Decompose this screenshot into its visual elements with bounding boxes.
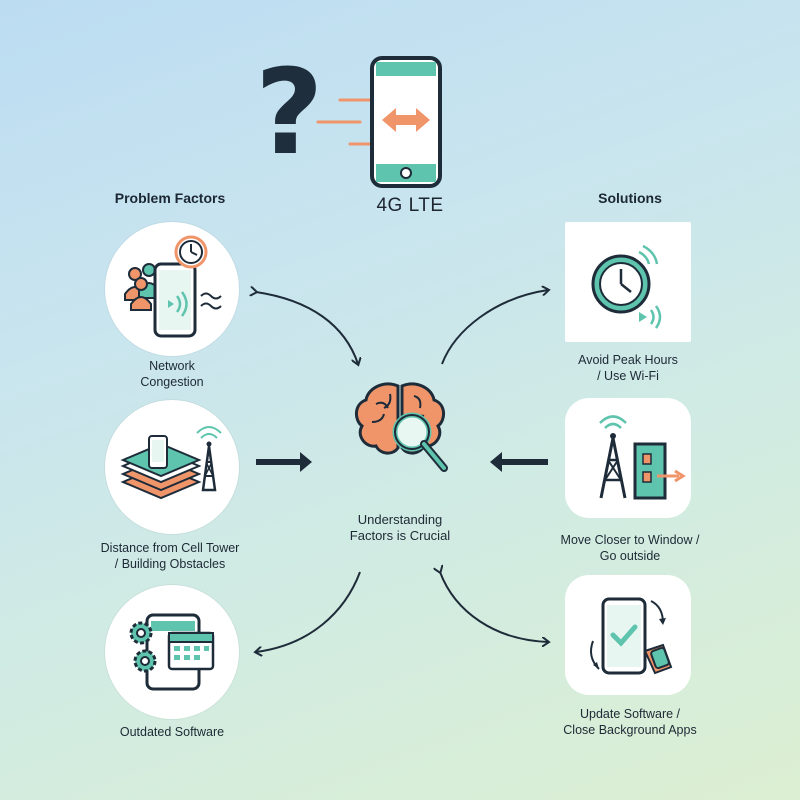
problem-distance-card — [105, 400, 239, 534]
problems-title: Problem Factors — [114, 190, 226, 206]
problem-outdated-software-label: Outdated Software — [82, 724, 262, 740]
problem-outdated-software-card — [105, 585, 239, 719]
label-line: Network — [149, 359, 195, 373]
brain-magnifier-icon — [355, 382, 448, 472]
phone-signal-icon — [316, 56, 442, 188]
layers-tower-icon — [120, 426, 222, 500]
crowd-phone-clock-icon — [124, 235, 222, 338]
solution-update-software-label: Update Software / Close Background Apps — [535, 706, 725, 738]
phone-label: 4G LTE — [376, 195, 444, 216]
solution-avoid-peak-label: Avoid Peak Hours / Use Wi-Fi — [538, 352, 718, 384]
label-line: Update Software / — [579, 707, 681, 721]
tower-building-icon — [599, 415, 686, 500]
label-line: Factors is Crucial — [349, 528, 451, 543]
arrow-center-to-solution1 — [441, 290, 548, 365]
label-line: Distance from Cell Tower — [100, 541, 240, 555]
arrow-problem1-to-center — [256, 292, 358, 364]
label-line: / Building Obstacles — [114, 557, 226, 571]
gears-calendar-icon — [129, 613, 215, 691]
problem-network-congestion-card — [105, 222, 239, 356]
solution-update-software-card — [565, 575, 691, 695]
arrow-center-to-problem3 — [256, 571, 361, 652]
clock-wifi-icon — [591, 244, 662, 329]
center-message: Understanding Factors is Crucial — [310, 512, 490, 544]
solution-move-closer-card — [565, 398, 691, 518]
label-line: Understanding — [357, 512, 443, 527]
question-mark: ? — [255, 43, 324, 181]
label-line: Move Closer to Window / — [560, 533, 700, 547]
solutions-title: Solutions — [598, 190, 662, 206]
solution-move-closer-label: Move Closer to Window / Go outside — [540, 532, 720, 564]
phone-update-icon — [590, 597, 673, 675]
label-line: Avoid Peak Hours — [578, 353, 678, 367]
label-line: Congestion — [140, 375, 204, 389]
solution-avoid-peak-card — [565, 222, 691, 342]
problem-distance-label: Distance from Cell Tower / Building Obst… — [70, 540, 270, 572]
label-line: Close Background Apps — [563, 723, 697, 737]
label-line: / Use Wi-Fi — [597, 369, 659, 383]
problem-network-congestion-label: Network Congestion — [82, 358, 262, 390]
label-line: Outdated Software — [119, 725, 225, 739]
label-line: Go outside — [599, 549, 661, 563]
arrow-center-to-solution3 — [440, 572, 548, 642]
